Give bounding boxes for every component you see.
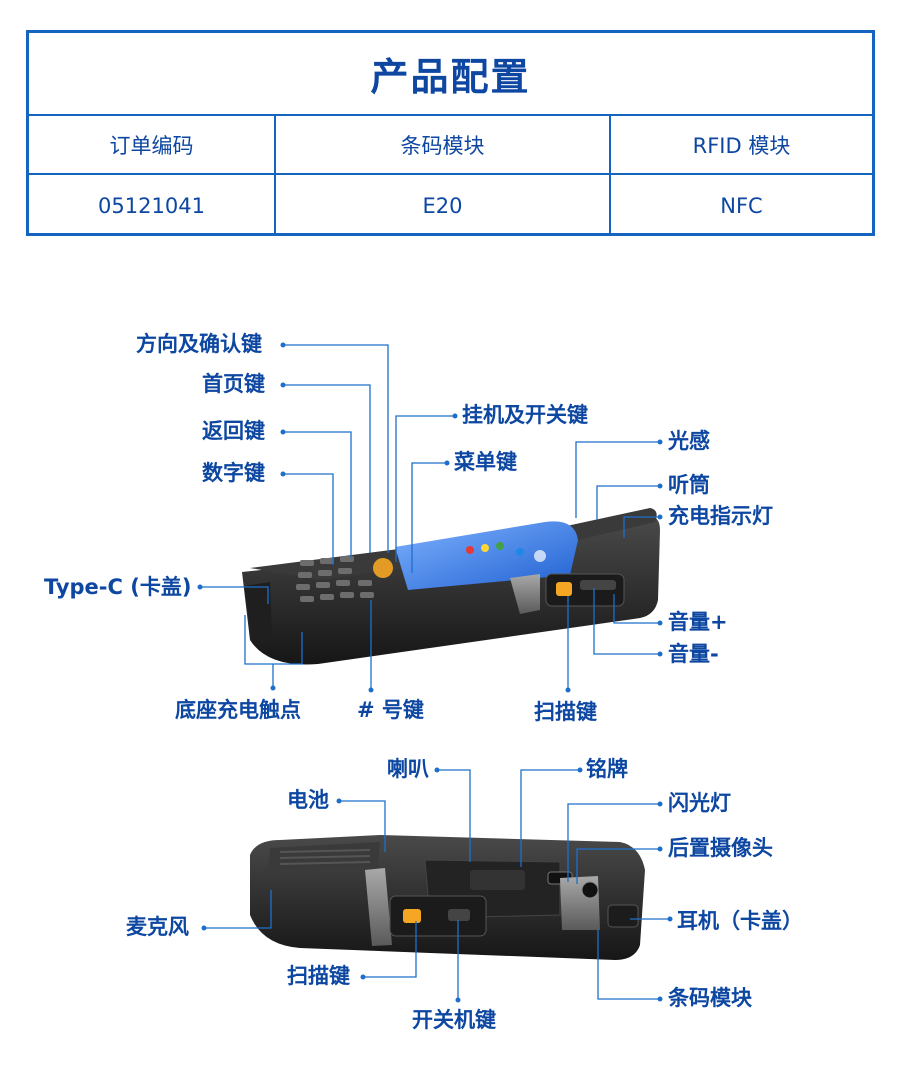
leader-charge-indicator: [623, 516, 660, 538]
product-config-table: 产品配置 订单编码 条码模块 RFID 模块 05121041 E20 NFC: [26, 30, 875, 236]
label-menu-key: 菜单键: [454, 450, 517, 474]
label-charge-indicator: 充电指示灯: [668, 504, 773, 528]
leader-light-sensor: [575, 441, 660, 518]
page-title: 产品配置: [29, 33, 872, 116]
label-type-c: Type-C (卡盖): [44, 575, 192, 599]
table-header-row: 订单编码 条码模块 RFID 模块: [29, 116, 872, 175]
leader-battery: [339, 800, 386, 852]
label-back-key: 返回键: [202, 419, 265, 443]
label-power-key: 开关机键: [412, 1008, 496, 1032]
label-rear-camera: 后置摄像头: [668, 836, 773, 860]
header-barcode-module: 条码模块: [276, 116, 611, 173]
label-nameplate: 铭牌: [586, 757, 628, 781]
label-scan-key-back: 扫描键: [287, 964, 350, 988]
leader-nameplate: [520, 769, 580, 867]
leader-hangup-key: [395, 415, 455, 562]
front-device-illustration: [242, 508, 660, 665]
front-leader-lines: [200, 344, 660, 690]
label-battery: 电池: [287, 788, 329, 812]
value-rfid-module: NFC: [720, 193, 763, 218]
leader-volume-up: [613, 594, 660, 624]
label-hash-key: # 号键: [357, 698, 424, 722]
leader-receiver: [596, 485, 660, 520]
table-row: 05121041 E20 NFC: [29, 175, 872, 236]
label-scan-key: 扫描键: [534, 700, 597, 724]
leader-direction-key: [283, 344, 389, 553]
leader-back-key: [283, 431, 352, 558]
label-direction-confirm-key: 方向及确认键: [136, 332, 262, 356]
front-leader-dots: [197, 342, 663, 693]
leader-speaker: [437, 769, 471, 862]
back-leader-dots: [201, 767, 673, 1003]
label-receiver: 听筒: [668, 473, 710, 497]
label-light-sensor: 光感: [668, 429, 710, 453]
label-earphone: 耳机（卡盖）: [677, 909, 803, 933]
back-leader-lines: [204, 769, 670, 1000]
leader-home-key: [283, 384, 371, 553]
label-volume-up: 音量+: [668, 610, 728, 634]
leader-scan-key-back: [363, 921, 417, 978]
label-flashlight: 闪光灯: [668, 791, 731, 815]
label-hangup-power-key: 挂机及开关键: [462, 403, 588, 427]
leader-type-c: [200, 586, 269, 604]
value-order-code: 05121041: [29, 175, 276, 236]
label-barcode-module: 条码模块: [668, 986, 752, 1010]
leader-barcode-module: [597, 930, 660, 1000]
label-microphone: 麦克风: [126, 915, 189, 939]
label-cradle-contacts: 底座充电触点: [175, 698, 301, 722]
label-speaker: 喇叭: [387, 757, 429, 781]
leader-flashlight: [567, 803, 660, 882]
leader-number-keys: [283, 473, 334, 565]
leader-volume-down: [593, 588, 660, 655]
value-barcode-module: E20: [276, 175, 611, 236]
header-order-code: 订单编码: [29, 116, 276, 173]
leader-microphone: [204, 890, 272, 929]
label-number-keys: 数字键: [202, 461, 265, 485]
back-device-illustration: [250, 835, 645, 960]
leader-menu-key: [411, 462, 447, 573]
leader-rear-camera: [576, 848, 660, 884]
header-rfid-module: RFID 模块: [692, 133, 791, 158]
label-volume-down: 音量-: [668, 642, 719, 666]
label-home-key: 首页键: [202, 372, 265, 396]
